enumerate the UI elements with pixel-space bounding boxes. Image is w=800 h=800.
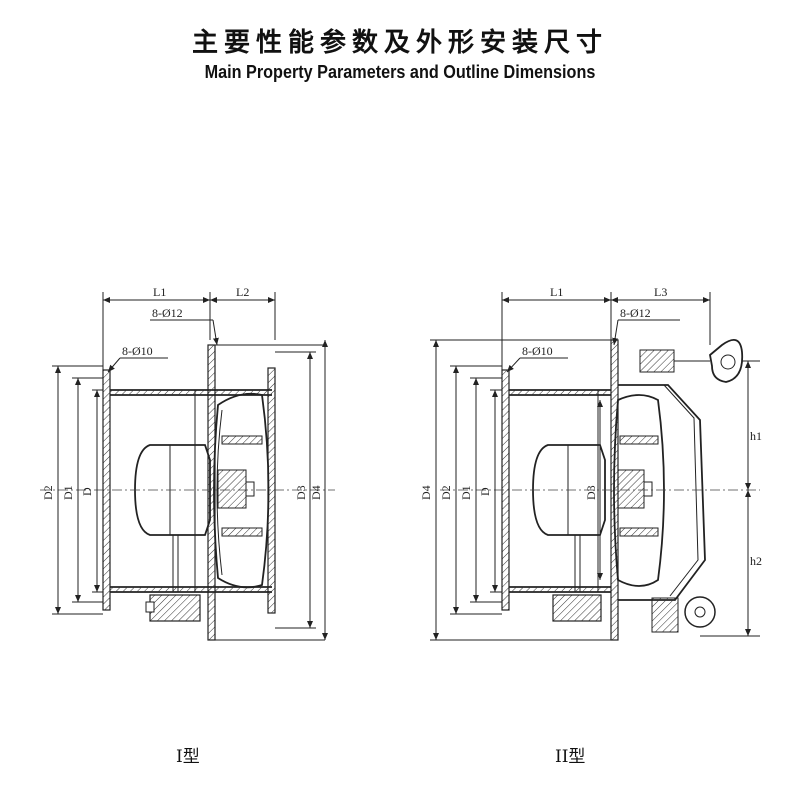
title-english: Main Property Parameters and Outline Dim… bbox=[204, 62, 596, 82]
type1-drawing: L1 L2 8-Ø12 8-Ø10 bbox=[40, 285, 335, 767]
type2-dim-h1: h1 bbox=[750, 429, 762, 443]
type2-dim-D1: D1 bbox=[459, 485, 473, 500]
type2-dim-D4: D4 bbox=[419, 485, 433, 500]
type1-caption: I型 bbox=[176, 747, 200, 767]
type1-dim-D2: D2 bbox=[41, 485, 55, 500]
type2-dim-L3: L3 bbox=[654, 285, 667, 299]
type1-dim-D4: D4 bbox=[309, 485, 323, 500]
type2-dim-h2: h2 bbox=[750, 554, 762, 568]
type1-dim-D1: D1 bbox=[61, 485, 75, 500]
type1-holes-outer: 8-Ø12 bbox=[152, 306, 183, 320]
type1-dim-L2: L2 bbox=[236, 285, 249, 299]
title-chinese: 主要性能参数及外形安装尺寸 bbox=[191, 28, 608, 58]
type2-drawing: L1 L3 8-Ø12 8-Ø10 bbox=[419, 285, 762, 767]
type2-caption: II型 bbox=[555, 747, 585, 767]
type1-dim-D3: D3 bbox=[294, 485, 308, 500]
type1-holes-inner: 8-Ø10 bbox=[122, 344, 153, 358]
type2-holes-outer: 8-Ø12 bbox=[620, 306, 651, 320]
type2-dim-D2: D2 bbox=[439, 485, 453, 500]
type2-dim-D: D bbox=[478, 487, 492, 496]
type1-dim-D: D bbox=[80, 487, 94, 496]
type2-dim-D3: D3 bbox=[584, 485, 598, 500]
type2-dim-L1: L1 bbox=[550, 285, 563, 299]
type1-dim-L1: L1 bbox=[153, 285, 166, 299]
type2-holes-inner: 8-Ø10 bbox=[522, 344, 553, 358]
